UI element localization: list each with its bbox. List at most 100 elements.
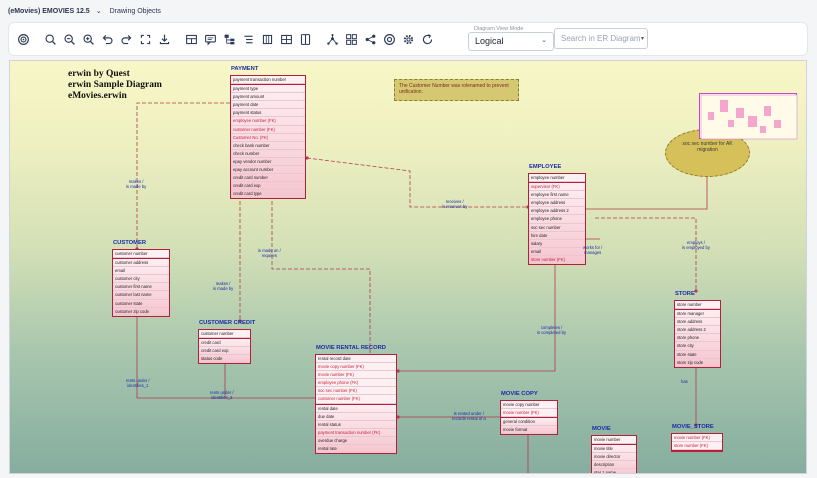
entity-attribute[interactable]: rental date bbox=[316, 405, 396, 413]
entity-attribute[interactable]: movie director bbox=[592, 453, 636, 462]
entity-attribute[interactable]: store manager bbox=[675, 310, 720, 319]
entity-attribute[interactable]: employee phone (FK) bbox=[316, 379, 396, 388]
split-icon[interactable] bbox=[297, 31, 313, 47]
hierarchy-icon[interactable] bbox=[221, 31, 237, 47]
table-icon[interactable] bbox=[183, 31, 199, 47]
entity-attribute[interactable]: customer number (FK) bbox=[231, 126, 305, 134]
entity-attribute[interactable]: salary bbox=[529, 240, 585, 248]
columns-icon[interactable] bbox=[259, 31, 275, 47]
entity-attribute[interactable]: employee address bbox=[529, 199, 585, 208]
entity-attribute[interactable]: payment date bbox=[231, 101, 305, 110]
entity-attribute[interactable]: store state bbox=[675, 351, 720, 359]
entity-attribute[interactable]: supervisor (FK) bbox=[529, 183, 585, 192]
entity-attribute[interactable]: credit card number bbox=[231, 174, 305, 183]
entity-attribute[interactable]: description bbox=[592, 461, 636, 470]
entity-attribute[interactable]: epay vendor number bbox=[231, 158, 305, 167]
zoom-fit-icon[interactable] bbox=[42, 31, 58, 47]
entity-attribute[interactable]: customer number bbox=[113, 250, 169, 259]
entity-attribute[interactable]: payment transaction number bbox=[231, 76, 305, 85]
annotation-note[interactable]: The Customer Number was rolenamed to pre… bbox=[394, 79, 519, 101]
section-name[interactable]: Drawing Objects bbox=[109, 7, 161, 15]
target-icon[interactable] bbox=[15, 31, 31, 47]
comment-icon[interactable] bbox=[202, 31, 218, 47]
entity-attribute[interactable]: email bbox=[113, 267, 169, 276]
entity-attribute[interactable]: star 1 name bbox=[592, 469, 636, 473]
entity-attribute[interactable]: customer address bbox=[113, 259, 169, 268]
entity-attribute[interactable]: customer city bbox=[113, 275, 169, 284]
share-icon[interactable] bbox=[362, 31, 378, 47]
entity-attribute[interactable]: employee first name bbox=[529, 191, 585, 200]
entity-attribute[interactable]: employee number bbox=[529, 174, 585, 183]
entity-attribute[interactable]: hire date bbox=[529, 232, 585, 240]
entity-attribute[interactable]: employee phone bbox=[529, 215, 585, 224]
fullscreen-icon[interactable] bbox=[137, 31, 153, 47]
entity-attribute[interactable]: store address bbox=[675, 318, 720, 327]
entity-attribute[interactable]: check bank number bbox=[231, 142, 305, 150]
entity-attribute[interactable]: store number bbox=[675, 301, 720, 310]
settings-icon[interactable] bbox=[400, 31, 416, 47]
entity-attribute[interactable]: rental record date bbox=[316, 355, 396, 364]
network-icon[interactable] bbox=[324, 31, 340, 47]
entity-attribute[interactable]: customer number bbox=[199, 330, 250, 339]
cluster-icon[interactable] bbox=[343, 31, 359, 47]
entity-attribute[interactable]: movie title bbox=[592, 445, 636, 454]
entity-attribute[interactable]: movie number bbox=[592, 436, 636, 445]
entity-attribute[interactable]: status code bbox=[199, 355, 250, 364]
entity-attribute[interactable]: payment amount bbox=[231, 93, 305, 102]
entity-attribute[interactable]: movie number (FK) bbox=[672, 434, 722, 443]
zoom-in-icon[interactable] bbox=[80, 31, 96, 47]
entity-attribute[interactable]: employee number (FK) bbox=[231, 117, 305, 126]
entity-attribute[interactable]: epay account number bbox=[231, 166, 305, 175]
entity-attribute[interactable]: credit card type bbox=[231, 190, 305, 199]
entity-attribute[interactable]: customer first name bbox=[113, 283, 169, 292]
entity-attribute[interactable]: Customer No. (FK) bbox=[231, 134, 305, 142]
entity-attribute[interactable]: movie copy number (FK) bbox=[316, 363, 396, 372]
entity-attribute[interactable]: credit card exp bbox=[231, 182, 305, 191]
entity-attribute[interactable]: movie copy number bbox=[501, 401, 557, 410]
entity-attribute[interactable]: movie format bbox=[501, 426, 557, 435]
entity-attribute[interactable]: credit card bbox=[199, 339, 250, 348]
redo-icon[interactable] bbox=[118, 31, 134, 47]
list-icon[interactable] bbox=[240, 31, 256, 47]
entity-attribute[interactable]: rental status bbox=[316, 421, 396, 429]
entity-attribute[interactable]: soc sec number bbox=[529, 224, 585, 232]
entity-attribute[interactable]: soc sec number (FK) bbox=[316, 387, 396, 396]
entity-attribute[interactable]: general condition bbox=[501, 418, 557, 427]
entity-attribute[interactable]: store number (FK) bbox=[529, 256, 585, 265]
entity-attribute[interactable]: overdue charge bbox=[316, 437, 396, 446]
entity-attribute[interactable]: store phone bbox=[675, 334, 720, 343]
entity-attribute[interactable]: movie number (FK) bbox=[501, 409, 557, 418]
refresh-icon[interactable] bbox=[419, 31, 435, 47]
entity-attribute[interactable]: payment status bbox=[231, 109, 305, 118]
diagram-search-input[interactable]: Search in ER Diagram ▾ bbox=[554, 28, 648, 49]
entity-attribute[interactable]: payment type bbox=[231, 85, 305, 94]
entity-attribute[interactable]: customer last name bbox=[113, 291, 169, 300]
lifebuoy-icon[interactable] bbox=[381, 31, 397, 47]
entity-attribute[interactable]: employee address 2 bbox=[529, 207, 585, 216]
entity-attribute[interactable]: customer state bbox=[113, 300, 169, 308]
entity-attribute[interactable]: rental rate bbox=[316, 445, 396, 454]
chevron-down-icon[interactable]: ⌄ bbox=[95, 8, 102, 15]
view-mode-select[interactable]: Logical ⌄ bbox=[468, 32, 554, 51]
zoom-out-icon[interactable] bbox=[61, 31, 77, 47]
entity-attribute[interactable]: store address 2 bbox=[675, 326, 720, 335]
entity-attribute[interactable]: store zip code bbox=[675, 359, 720, 367]
entity-attribute[interactable]: email bbox=[529, 248, 585, 256]
entity-attribute[interactable]: customer zip code bbox=[113, 308, 169, 316]
grid-icon[interactable] bbox=[278, 31, 294, 47]
entity-attribute[interactable]: credit card exp bbox=[199, 347, 250, 356]
entity-attribute[interactable]: customer number (FK) bbox=[316, 395, 396, 404]
diagram-minimap[interactable] bbox=[699, 93, 798, 140]
download-icon[interactable] bbox=[156, 31, 172, 47]
entity-attribute[interactable]: movie number (FK) bbox=[316, 371, 396, 380]
entity-attribute[interactable]: due date bbox=[316, 413, 396, 421]
